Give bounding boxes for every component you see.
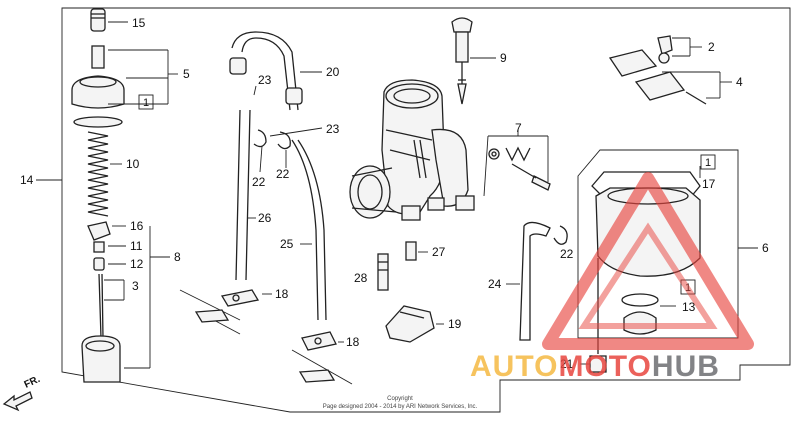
float-bowl-region: [577, 149, 739, 339]
callout-22c: 22: [560, 247, 574, 261]
part-3-jet-needle: [98, 273, 102, 339]
part-18-bracket-b: [301, 331, 337, 351]
watermark-triangle-outer: [542, 172, 754, 350]
callout-26: 26: [258, 211, 272, 225]
part-16-clip: [87, 221, 111, 241]
callout-18a: 18: [275, 287, 289, 301]
callout-28: 28: [354, 271, 368, 285]
callout-1-box-a: [138, 94, 154, 110]
callout-22a: 22: [252, 175, 266, 189]
part-12-washer: [93, 257, 105, 271]
callout-11: 11: [130, 239, 143, 253]
part-2-float-valve: [657, 35, 673, 64]
part-27-jet: [405, 241, 417, 261]
callout-9: 9: [500, 51, 507, 65]
callout-7: 7: [515, 121, 522, 135]
callout-23a: 23: [258, 73, 272, 87]
callout-19: 19: [448, 317, 462, 331]
callout-24: 24: [488, 277, 502, 291]
part-28-jet: [377, 253, 389, 291]
throttle-valve-slide: [81, 335, 121, 383]
part-10-spring: [87, 131, 109, 217]
leaders-tubes: [248, 71, 323, 245]
callout-6: 6: [762, 241, 769, 255]
watermark-auto: AUTO: [470, 350, 558, 383]
part-5-top-cap: [71, 75, 125, 109]
part-24-overflow-hose: [519, 221, 551, 341]
callout-17: 17: [702, 177, 716, 191]
brackets: [179, 289, 353, 385]
callout-23b: 23: [326, 122, 340, 136]
callouts: 15 5 1 10 14 16 11 12 8 3 20 23 23 22 22…: [20, 16, 769, 371]
callout-8: 8: [174, 250, 181, 264]
part-25-tube: [291, 139, 327, 321]
callout-20: 20: [326, 65, 340, 79]
svg-text:AUTOMOTOHUB: AUTOMOTOHUB: [470, 350, 720, 383]
part-7-air-screw-set: [483, 130, 551, 197]
callout-10: 10: [126, 157, 140, 171]
callout-1-box-b: [700, 154, 716, 170]
callout-14: 14: [20, 173, 34, 187]
part-15-cap: [90, 8, 106, 32]
part-19-float: [385, 305, 435, 343]
direction-label: FR.: [23, 374, 42, 391]
callout-22b: 22: [276, 167, 290, 181]
callout-3: 3: [132, 279, 139, 293]
diagram-frame: [61, 7, 791, 413]
callout-12: 12: [130, 257, 144, 271]
part-18-bracket-a: [220, 289, 260, 307]
part-13-o-ring: [621, 293, 659, 307]
part-20-tube: [231, 31, 299, 111]
front-direction-indicator: FR.: [2, 374, 42, 412]
callout-1b: 1: [705, 157, 711, 169]
callout-13: 13: [682, 300, 696, 314]
callout-18b: 18: [346, 335, 360, 349]
copyright-notice: Copyright Page designed 2004 - 2014 by A…: [323, 396, 478, 410]
callout-21: 21: [560, 357, 574, 371]
watermark-moto: MOTO: [558, 350, 651, 383]
part-11-retainer: [93, 241, 105, 253]
callout-16: 16: [130, 219, 144, 233]
callout-5: 5: [183, 67, 190, 81]
part-26-tube: [235, 109, 251, 281]
automotohub-watermark: AUTOMOTOHUB: [470, 172, 754, 383]
callout-27: 27: [432, 245, 446, 259]
part-5-adjuster: [91, 45, 105, 69]
copyright-line1: Copyright: [387, 396, 413, 402]
carburetor-body: [349, 79, 475, 221]
callout-4: 4: [736, 75, 743, 89]
part-9-throttle-stop-screw: [451, 17, 473, 105]
leaders-left: [36, 21, 178, 369]
callout-15: 15: [132, 16, 146, 30]
arrow-left-icon: [2, 391, 33, 412]
callout-2: 2: [708, 40, 715, 54]
part-4-float-assembly: [608, 49, 707, 105]
callout-1a: 1: [143, 97, 149, 109]
callout-25: 25: [280, 237, 294, 251]
vent-tubes: [229, 31, 327, 321]
watermark-hub: HUB: [652, 350, 720, 383]
watermark-triangle-inner: [578, 222, 718, 329]
copyright-line2: Page designed 2004 - 2014 by ARI Network…: [323, 404, 478, 410]
throttle-assembly: [71, 8, 125, 383]
